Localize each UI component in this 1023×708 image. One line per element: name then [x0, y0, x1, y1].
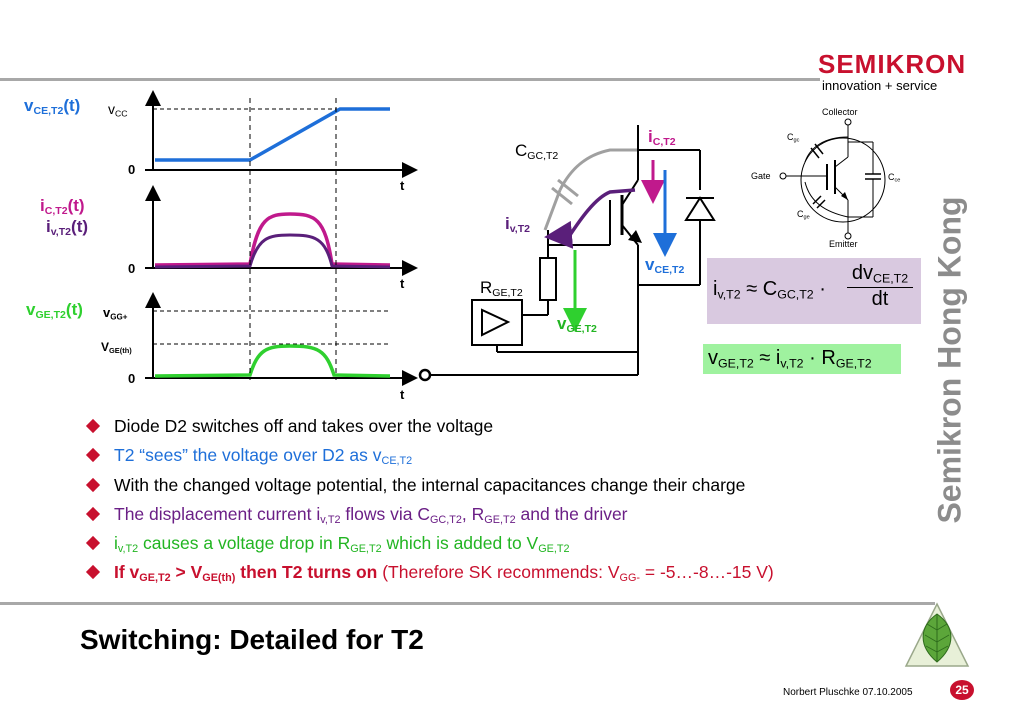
circuit-diagram [418, 125, 716, 382]
bullet-6: If vGE,T2 > VGE(th) then T2 turns on (Th… [85, 558, 928, 587]
vce-t: t [400, 178, 405, 193]
vge-graph [145, 292, 418, 386]
cge-igbt-label: Cge [797, 209, 810, 221]
vce-circuit-label: vCE,T2 [645, 255, 685, 276]
bullet-diamond-icon [85, 565, 101, 580]
eq1-approx: ≈ [746, 278, 758, 300]
bullet-diamond-icon [85, 536, 101, 551]
leaf-logo-icon [904, 602, 970, 667]
bullet-diamond-icon [85, 477, 101, 492]
ic-graph [145, 185, 418, 276]
ic-circuit-label: iC,T2 [648, 127, 676, 148]
iv-circuit-label: iv,T2 [505, 214, 531, 235]
vcc-label: vCC [108, 101, 128, 119]
emitter-label: Emitter [829, 239, 858, 249]
footer-author-date: Norbert Pluschke 07.10.2005 [783, 687, 913, 698]
ic-curve [154, 212, 391, 267]
vge-t: t [400, 387, 405, 402]
page-number-badge: 25 [950, 680, 974, 700]
semikron-logo: SEMIKRON innovation + service [818, 49, 967, 93]
bullet-diamond-icon [85, 448, 101, 463]
bullet-diamond-icon [85, 418, 101, 434]
waveform-panel [145, 90, 418, 386]
vge-zero: 0 [128, 371, 136, 386]
title-rule [0, 602, 935, 605]
vge-circuit-label: vGE,T2 [557, 314, 597, 335]
iv-curve [154, 233, 391, 269]
vce-curve [155, 107, 390, 162]
header-rule [0, 78, 820, 81]
equation-gate-voltage: vGE,T2 ≈ iv,T2 · RGE,T2 [703, 344, 901, 374]
gate-label: Gate [751, 171, 771, 181]
vce-label: vCE,T2(t) [24, 96, 81, 117]
vge-curve [154, 344, 391, 378]
eq1-lhs: i [713, 278, 718, 300]
bullet-5: iv,T2 causes a voltage drop in RGE,T2 wh… [85, 529, 928, 558]
rge-circuit-label: RGE,T2 [480, 278, 523, 299]
cce-igbt-label: Cce [888, 172, 901, 184]
ic-zero: 0 [128, 261, 136, 276]
bullet-4: The displacement current iv,T2 flows via… [85, 500, 928, 529]
eq1-c: C [762, 278, 778, 300]
cgc-circuit-label: CGC,T2 [515, 141, 559, 162]
iv-arrow [544, 188, 636, 249]
vge-label: vGE,T2(t) [26, 300, 83, 321]
page-title: Switching: Detailed for T2 [80, 624, 424, 655]
vce-zero: 0 [128, 162, 136, 177]
eq1-dot: · [819, 278, 826, 300]
ic-label: iC,T2(t) [40, 196, 85, 217]
side-brand-text: Semikron Hong Kong [931, 196, 968, 524]
ic-t: t [400, 276, 405, 291]
eq1-fraction: dvCE,T2 dt [845, 262, 915, 311]
equation-displacement-current: iv,T2 ≈ CGC,T2 · dvCE,T2 dt [707, 258, 921, 324]
bullet-1: Diode D2 switches off and takes over the… [85, 412, 928, 441]
vgeth-label: VGE(th) [101, 340, 132, 356]
collector-label: Collector [822, 107, 858, 117]
bullet-list: Diode D2 switches off and takes over the… [85, 412, 928, 588]
igbt-symbol [779, 118, 886, 240]
logo-tagline: innovation + service [822, 78, 938, 93]
cgc-igbt-label: Cgc [787, 132, 800, 144]
vgg-label: vGG+ [103, 305, 128, 322]
vce-graph [145, 90, 418, 178]
iv-label: iv,T2(t) [46, 217, 89, 238]
bullet-2: T2 “sees” the voltage over D2 as vCE,T2 [85, 441, 928, 470]
bullet-diamond-icon [85, 506, 101, 521]
logo-text: SEMIKRON [818, 49, 967, 79]
bullet-3: With the changed voltage potential, the … [85, 471, 928, 500]
